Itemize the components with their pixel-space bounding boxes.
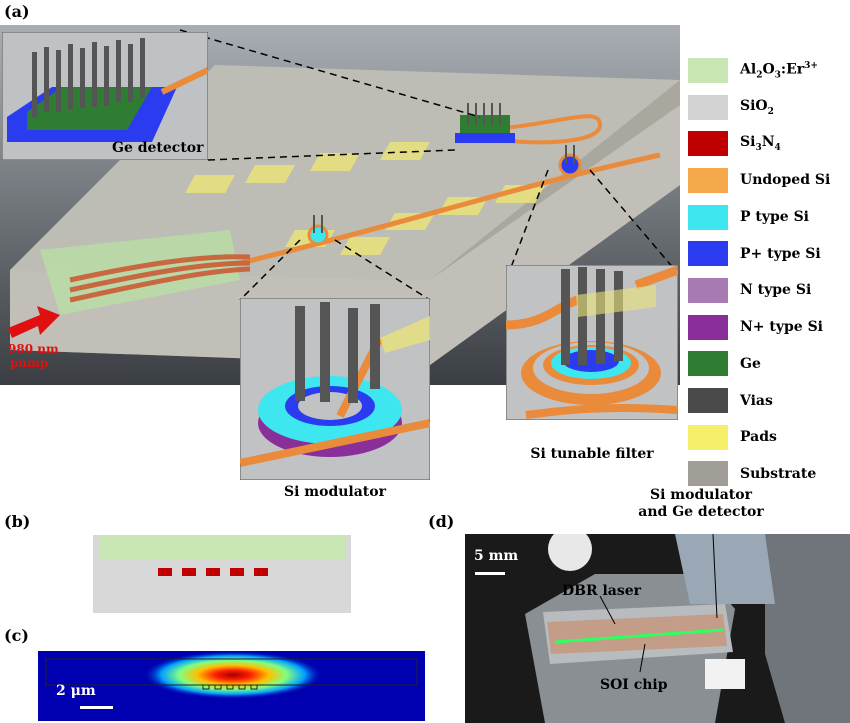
mod-det-label-line1: Si modulator bbox=[650, 487, 752, 503]
mode-profile-plot bbox=[38, 651, 425, 721]
legend-label: N type Si bbox=[740, 282, 811, 298]
scale-bar-label-d: 5 mm bbox=[474, 548, 519, 564]
legend-label-part: N bbox=[761, 134, 775, 151]
legend-label-part: P type Si bbox=[740, 209, 810, 226]
legend-swatch bbox=[688, 277, 728, 303]
legend-label-part: Si bbox=[740, 134, 756, 151]
legend-label-part: N type Si bbox=[740, 282, 812, 299]
legend-label-part: Undoped Si bbox=[740, 172, 831, 189]
legend-item: N type Si bbox=[688, 272, 848, 309]
legend-label-part: 3 bbox=[774, 70, 781, 81]
legend-label-part: O bbox=[762, 61, 775, 78]
legend-label: SiO2 bbox=[740, 98, 774, 117]
legend-label-part: 3+ bbox=[804, 60, 818, 71]
legend-label-part: Al bbox=[740, 61, 757, 78]
mod-det-label-line2: and Ge detector bbox=[638, 504, 764, 520]
legend-swatch bbox=[688, 94, 728, 120]
legend-item: Ge bbox=[688, 346, 848, 383]
legend-label: Undoped Si bbox=[740, 172, 830, 188]
legend-item: Pads bbox=[688, 419, 848, 456]
legend-swatch bbox=[688, 424, 728, 450]
legend-label-part: 4 bbox=[774, 143, 781, 154]
legend-item: SiO2 bbox=[688, 89, 848, 126]
legend-label-part: Substrate bbox=[740, 465, 817, 482]
panel-label-a: (a) bbox=[4, 2, 30, 21]
ge-detector-label: Ge detector bbox=[112, 140, 204, 156]
legend-label-part: SiO bbox=[740, 97, 768, 114]
legend-swatch bbox=[688, 241, 728, 267]
legend-label: Ge bbox=[740, 356, 761, 372]
legend-item: P type Si bbox=[688, 199, 848, 236]
legend-label-part: P+ type Si bbox=[740, 245, 821, 262]
legend-label-part: 3 bbox=[755, 143, 762, 154]
si-filter-label: Si tunable filter bbox=[530, 446, 654, 462]
legend-label: P+ type Si bbox=[740, 246, 821, 262]
legend-swatch bbox=[688, 314, 728, 340]
legend-label-part: :Er bbox=[780, 61, 805, 78]
legend-item: Si3N4 bbox=[688, 125, 848, 162]
legend-swatch bbox=[688, 167, 728, 193]
legend-label-part: Ge bbox=[740, 355, 761, 372]
legend-item: N+ type Si bbox=[688, 309, 848, 346]
legend-swatch bbox=[688, 57, 728, 83]
legend-swatch bbox=[688, 461, 728, 487]
legend-swatch bbox=[688, 131, 728, 157]
legend-label: Al2O3:Er3+ bbox=[740, 61, 818, 80]
legend-label: Pads bbox=[740, 429, 777, 445]
si-modulator-inset bbox=[240, 298, 430, 480]
legend-label-part: 2 bbox=[767, 106, 774, 117]
legend-label-part: N+ type Si bbox=[740, 319, 824, 336]
legend-label: N+ type Si bbox=[740, 319, 823, 335]
legend-item: Al2O3:Er3+ bbox=[688, 52, 848, 89]
legend-item: Vias bbox=[688, 382, 848, 419]
si-filter-inset bbox=[506, 265, 678, 420]
legend-label-part: Pads bbox=[740, 429, 777, 446]
si-modulator-label: Si modulator bbox=[284, 484, 386, 500]
legend-item: P+ type Si bbox=[688, 235, 848, 272]
ge-detector-inset bbox=[2, 32, 208, 160]
mod-det-label: Si modulator and Ge detector bbox=[606, 487, 796, 521]
scale-bar-label-c: 2 μm bbox=[56, 683, 96, 699]
pump-label: 980 nm pump bbox=[8, 342, 59, 370]
pump-label-line2: pump bbox=[10, 356, 49, 370]
legend-label-part: 2 bbox=[756, 70, 763, 81]
panel-label-b: (b) bbox=[4, 512, 31, 531]
dbr-laser-label: DBR laser bbox=[562, 583, 642, 599]
pump-label-line1: 980 nm bbox=[8, 342, 59, 356]
legend-swatch bbox=[688, 351, 728, 377]
legend-item: Substrate bbox=[688, 456, 848, 493]
legend-label: Substrate bbox=[740, 466, 816, 482]
legend-label: Vias bbox=[740, 393, 773, 409]
soi-chip-label: SOI chip bbox=[600, 677, 668, 693]
legend-swatch bbox=[688, 388, 728, 414]
panel-label-d: (d) bbox=[428, 512, 455, 531]
cross-section-diagram bbox=[93, 535, 351, 613]
legend-item: Undoped Si bbox=[688, 162, 848, 199]
legend-label: Si3N4 bbox=[740, 134, 781, 153]
legend-label: P type Si bbox=[740, 209, 809, 225]
legend-swatch bbox=[688, 204, 728, 230]
device-photo bbox=[465, 534, 850, 723]
panel-label-c: (c) bbox=[4, 626, 29, 645]
legend-label-part: Vias bbox=[740, 392, 773, 409]
